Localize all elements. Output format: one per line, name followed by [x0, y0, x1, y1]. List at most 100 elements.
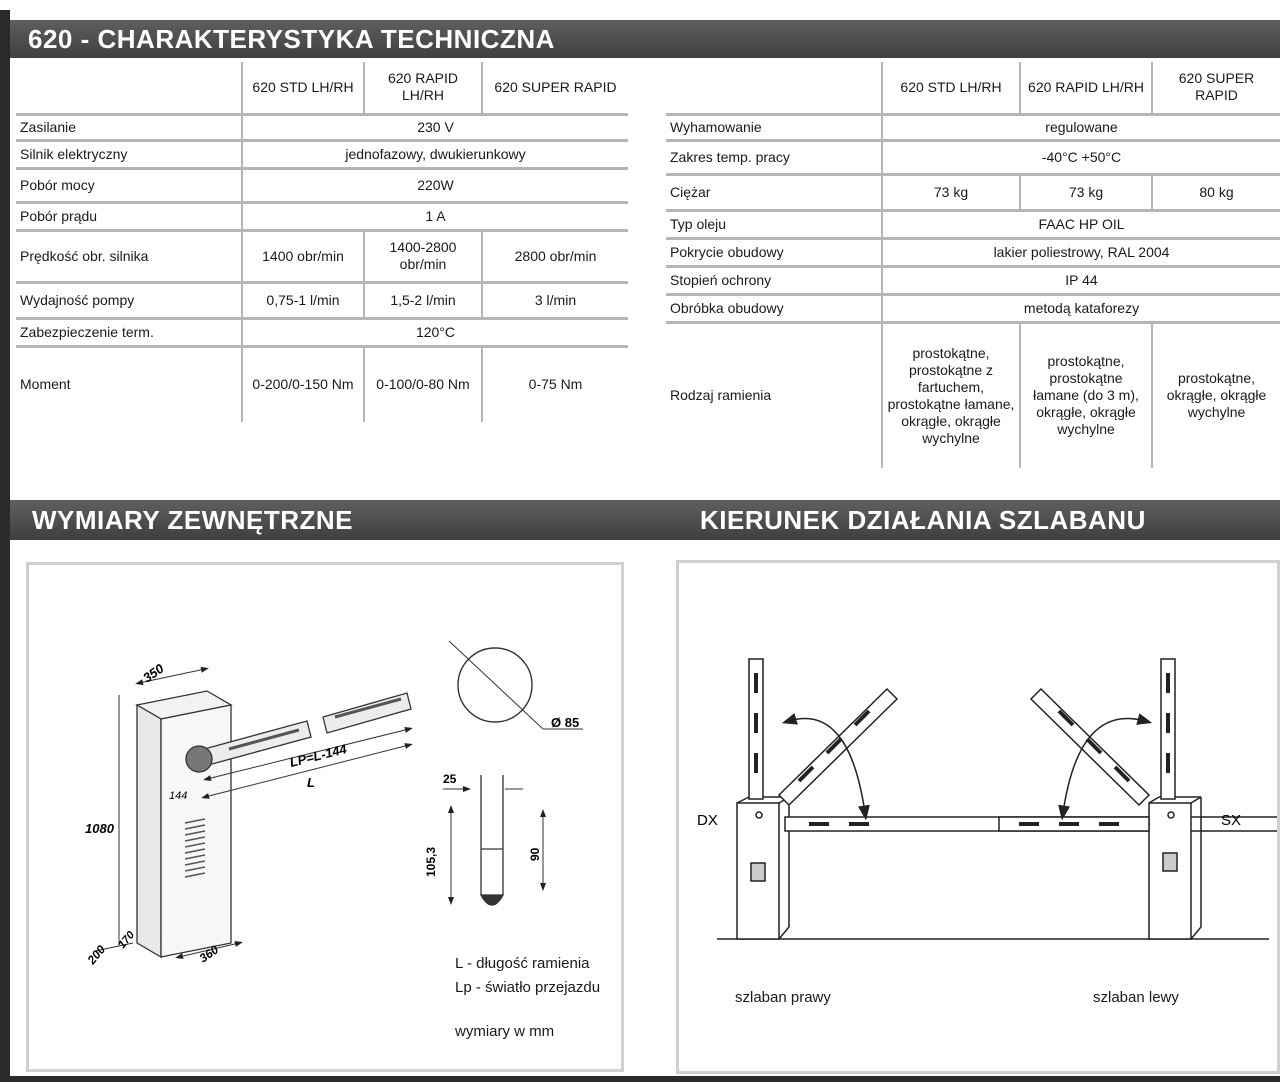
legend-units: wymiary w mm: [455, 1023, 555, 1040]
table-row: Pobór mocy 220W: [16, 168, 628, 204]
direction-panel: DX SX szlaban prawy szlaban lewy: [676, 560, 1280, 1074]
caption-barrier-left: szlaban lewy: [1093, 989, 1179, 1006]
barrier-left-drawing: [998, 658, 1202, 940]
row-value-super-rapid: prostokątne, okrągłe, okrągłe wychylne: [1151, 322, 1280, 468]
row-value-super-rapid: 0-75 Nm: [481, 346, 628, 422]
row-value-rapid: 1400-2800 obr/min: [363, 230, 482, 284]
row-label: Rodzaj ramienia: [670, 387, 772, 404]
caption-barrier-right: szlaban prawy: [735, 989, 831, 1006]
dimensions-drawing: 350 1080 200 170 360 144 LP=L-144 L Ø 85…: [84, 640, 583, 968]
direction-drawing: DX SX: [697, 658, 1277, 940]
row-label: Zakres temp. pracy: [666, 140, 882, 176]
row-value-std: 0-200/0-150 Nm: [241, 346, 364, 422]
row-label: Ciężar: [666, 174, 882, 212]
row-value: regulowane: [881, 114, 1280, 142]
spec-table-left: 620 STD LH/RH 620 RAPID LH/RH 620 SUPER …: [16, 62, 628, 422]
row-value: lakier poliestrowy, RAL 2004: [881, 238, 1280, 268]
row-label: Pobór prądu: [16, 202, 242, 232]
table-row: Typ oleju FAAC HP OIL: [666, 210, 1280, 240]
row-value-rapid: 73 kg: [1019, 174, 1152, 212]
frame-left-border: [0, 10, 10, 1082]
dim-label-depth: 200: [84, 942, 108, 967]
table-row: Wyhamowanie regulowane: [666, 114, 1280, 142]
legend-length: L - długość ramienia: [455, 955, 590, 972]
header-empty: [16, 62, 242, 116]
table-header-row: 620 STD LH/RH 620 RAPID LH/RH 620 SUPER …: [16, 62, 628, 116]
dim-label-diameter: Ø 85: [551, 715, 579, 730]
page-title: 620 - CHARAKTERYSTYKA TECHNICZNA: [10, 20, 1280, 58]
row-label: Moment: [20, 376, 71, 393]
col-header-super-rapid: 620 SUPER RAPID: [1151, 62, 1280, 116]
table-row: Obróbka obudowy metodą kataforezy: [666, 294, 1280, 324]
barrier-right-drawing: [736, 658, 1277, 940]
header-empty: [666, 62, 882, 116]
table-row: Pokrycie obudowy lakier poliestrowy, RAL…: [666, 238, 1280, 268]
barrier-cabinet-drawing: [94, 640, 583, 960]
row-value-std: 0,75-1 l/min: [241, 282, 364, 320]
row-label: Pobór mocy: [16, 168, 242, 204]
row-label: Prędkość obr. silnika: [16, 230, 242, 284]
dim-label-lp: LP=L-144: [288, 741, 349, 770]
table-row: Wydajność pompy 0,75-1 l/min 1,5-2 l/min…: [16, 282, 628, 320]
row-value-std: prostokątne, prostokątne z fartuchem, pr…: [881, 322, 1020, 468]
row-label: Pokrycie obudowy: [666, 238, 882, 268]
row-value: FAAC HP OIL: [881, 210, 1280, 240]
dim-label-offset: 144: [169, 790, 187, 802]
row-label: Zabezpieczenie term.: [16, 318, 242, 348]
table-row: Stopień ochrony IP 44: [666, 266, 1280, 296]
table-row: Zakres temp. pracy -40°C +50°C: [666, 140, 1280, 176]
col-header-rapid: 620 RAPID LH/RH: [1019, 62, 1152, 116]
section-title-direction: KIERUNEK DZIAŁANIA SZLABANU: [700, 505, 1146, 535]
dim-label-profile-height: 105,3: [424, 847, 438, 877]
col-header-std: 620 STD LH/RH: [881, 62, 1020, 116]
row-value: 230 V: [241, 114, 628, 142]
row-value: IP 44: [881, 266, 1280, 296]
row-label: Silnik elektryczny: [16, 140, 242, 170]
table-row: Silnik elektryczny jednofazowy, dwukieru…: [16, 140, 628, 170]
row-value: -40°C +50°C: [881, 140, 1280, 176]
row-value-super-rapid: 3 l/min: [481, 282, 628, 320]
label-sx: SX: [1221, 812, 1241, 829]
table-row: Moment 0-200/0-150 Nm 0-100/0-80 Nm 0-75…: [16, 346, 628, 422]
table-row: Prędkość obr. silnika 1400 obr/min 1400-…: [16, 230, 628, 284]
label-dx: DX: [697, 812, 718, 829]
row-label: Zasilanie: [16, 114, 242, 142]
row-value-std: 73 kg: [881, 174, 1020, 212]
row-value: 120°C: [241, 318, 628, 348]
table-row: Rodzaj ramienia prostokątne, prostokątne…: [666, 322, 1280, 468]
col-header-rapid: 620 RAPID LH/RH: [363, 62, 482, 116]
frame-bottom-border: [0, 1076, 1280, 1082]
row-value: 220W: [241, 168, 628, 204]
row-value: 1 A: [241, 202, 628, 232]
row-label: Typ oleju: [666, 210, 882, 240]
row-value: jednofazowy, dwukierunkowy: [241, 140, 628, 170]
col-header-super-rapid: 620 SUPER RAPID: [481, 62, 628, 116]
spec-table-right: 620 STD LH/RH 620 RAPID LH/RH 620 SUPER …: [666, 62, 1280, 468]
table-header-row: 620 STD LH/RH 620 RAPID LH/RH 620 SUPER …: [666, 62, 1280, 116]
row-value-rapid: 1,5-2 l/min: [363, 282, 482, 320]
row-label: Wyhamowanie: [666, 114, 882, 142]
table-row: Ciężar 73 kg 73 kg 80 kg: [666, 174, 1280, 212]
section-header-bar: WYMIARY ZEWNĘTRZNE KIERUNEK DZIAŁANIA SZ…: [10, 500, 1280, 540]
row-value-std: 1400 obr/min: [241, 230, 364, 284]
row-label: Wydajność pompy: [16, 282, 242, 320]
row-label: Stopień ochrony: [666, 266, 882, 296]
table-row: Zasilanie 230 V: [16, 114, 628, 142]
dim-label-profile-width: 25: [443, 772, 457, 786]
row-value: metodą kataforezy: [881, 294, 1280, 324]
row-value-rapid: 0-100/0-80 Nm: [363, 346, 482, 422]
row-value-super-rapid: 2800 obr/min: [481, 230, 628, 284]
legend-passage: Lp - światło przejazdu: [455, 979, 601, 996]
col-header-std: 620 STD LH/RH: [241, 62, 364, 116]
dim-label-height: 1080: [85, 821, 115, 836]
dim-label-profile-inner: 90: [528, 847, 542, 861]
row-value-rapid: prostokątne, prostokątne łamane (do 3 m)…: [1019, 322, 1152, 468]
dim-label-l: L: [307, 775, 315, 790]
section-title-dimensions: WYMIARY ZEWNĘTRZNE: [32, 505, 353, 535]
table-row: Zabezpieczenie term. 120°C: [16, 318, 628, 348]
row-value-super-rapid: 80 kg: [1151, 174, 1280, 212]
dimensions-panel: 350 1080 200 170 360 144 LP=L-144 L Ø 85…: [26, 562, 624, 1072]
table-row: Pobór prądu 1 A: [16, 202, 628, 232]
row-label: Obróbka obudowy: [666, 294, 882, 324]
